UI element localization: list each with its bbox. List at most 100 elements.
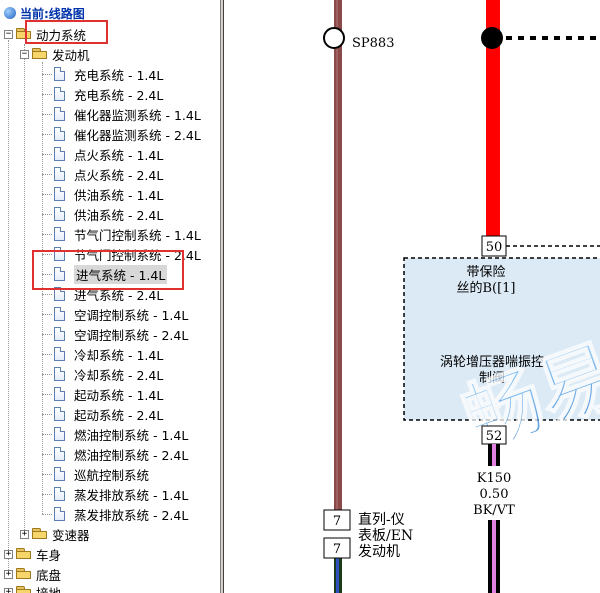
tree-item[interactable]: 点火系统 - 2.4L xyxy=(42,164,163,184)
document-icon xyxy=(54,187,65,201)
document-icon xyxy=(54,67,65,81)
tree-item[interactable]: 蒸发排放系统 - 2.4L xyxy=(42,504,188,524)
tree-item[interactable]: 巡航控制系统 xyxy=(42,464,149,484)
folder-icon xyxy=(16,548,32,560)
tree-item[interactable]: 冷却系统 - 2.4L xyxy=(42,364,163,384)
tree-node-label: 车身 xyxy=(36,547,62,563)
document-icon xyxy=(54,267,65,281)
collapse-icon[interactable]: − xyxy=(20,48,29,59)
tree-line xyxy=(42,314,52,315)
folder-icon xyxy=(16,568,32,580)
tree-item-label: 蒸发排放系统 - 1.4L xyxy=(74,487,189,503)
splice-open-icon xyxy=(323,27,345,49)
tree-item[interactable]: 燃油控制系统 - 2.4L xyxy=(42,444,188,464)
tree-item[interactable]: 催化器监测系统 - 1.4L xyxy=(42,104,201,124)
tree-line xyxy=(42,454,52,455)
document-icon xyxy=(54,87,65,101)
connector-label: 表板/EN xyxy=(358,528,413,544)
connector-pin-box xyxy=(323,537,351,559)
collapse-icon[interactable]: − xyxy=(4,28,13,39)
tree-node-ground[interactable]: + 接地 xyxy=(4,582,61,593)
connector-pin-box xyxy=(323,509,351,531)
document-icon xyxy=(54,307,65,321)
tree-item[interactable]: 进气系统 - 1.4L xyxy=(42,264,168,284)
tree-item[interactable]: 充电系统 - 2.4L xyxy=(42,84,163,104)
tree-node-powertrain[interactable]: − 动力系统 xyxy=(4,24,86,44)
tree-line xyxy=(42,374,52,375)
tree-item-label: 充电系统 - 2.4L xyxy=(74,87,164,103)
tree-line xyxy=(42,334,52,335)
tree-item-label: 起动系统 - 1.4L xyxy=(74,387,164,403)
document-icon xyxy=(54,367,65,381)
tree-item-label: 供油系统 - 2.4L xyxy=(74,207,164,223)
tree-item[interactable]: 燃油控制系统 - 1.4L xyxy=(42,424,188,444)
tree-node-engine[interactable]: − 发动机 xyxy=(20,44,90,64)
tree-line xyxy=(42,354,52,355)
tree-item[interactable]: 蒸发排放系统 - 1.4L xyxy=(42,484,188,504)
folder-open-icon xyxy=(16,28,32,40)
tree-item[interactable]: 供油系统 - 1.4L xyxy=(42,184,163,204)
document-icon xyxy=(54,407,65,421)
document-icon xyxy=(54,207,65,221)
tree-node-transmission[interactable]: + 变速器 xyxy=(20,524,90,544)
document-icon xyxy=(54,167,65,181)
wire-size: 0.50 xyxy=(480,487,509,502)
tree-item[interactable]: 充电系统 - 1.4L xyxy=(42,64,163,84)
document-icon xyxy=(54,467,65,481)
document-icon xyxy=(54,427,65,441)
tree-line xyxy=(42,154,52,155)
expand-icon[interactable]: + xyxy=(4,587,13,593)
pin-top-label: 50 xyxy=(486,240,503,255)
tree-item[interactable]: 起动系统 - 1.4L xyxy=(42,384,163,404)
tree-item[interactable]: 空调控制系统 - 1.4L xyxy=(42,304,188,324)
tree-item-label: 燃油控制系统 - 2.4L xyxy=(74,447,189,463)
tree-item[interactable]: 供油系统 - 2.4L xyxy=(42,204,163,224)
tree-item[interactable]: 起动系统 - 2.4L xyxy=(42,404,163,424)
tree-line xyxy=(42,134,52,135)
expand-icon[interactable]: + xyxy=(4,568,13,579)
wiring-diagram: SP883 50 带保险 丝的B([1] 涡轮增压器喘振控 制阀 畅易汽 52 … xyxy=(224,0,600,593)
tree-node-label: 发动机 xyxy=(52,47,90,63)
connector-pin: 7 xyxy=(333,542,341,557)
folder-icon xyxy=(32,528,48,540)
tree-line xyxy=(42,194,52,195)
tree-item-label: 节气门控制系统 - 1.4L xyxy=(74,227,201,243)
tree-line xyxy=(42,254,52,255)
tree-item-label: 空调控制系统 - 1.4L xyxy=(74,307,189,323)
folder-open-icon xyxy=(32,48,48,60)
tree-line xyxy=(42,474,52,475)
document-icon xyxy=(54,387,65,401)
tree-node-chassis[interactable]: + 底盘 xyxy=(4,564,61,584)
tree-line xyxy=(42,214,52,215)
document-icon xyxy=(54,147,65,161)
tree-node-body[interactable]: + 车身 xyxy=(4,544,61,564)
tree-line xyxy=(8,40,9,576)
pane-splitter[interactable] xyxy=(220,0,224,593)
globe-icon xyxy=(4,7,16,19)
expand-icon[interactable]: + xyxy=(4,548,13,559)
tree-item[interactable]: 催化器监测系统 - 2.4L xyxy=(42,124,201,144)
tree-item[interactable]: 点火系统 - 1.4L xyxy=(42,144,163,164)
highlight-box xyxy=(32,250,184,290)
component-text-3: 涡轮增压器喘振控 xyxy=(440,354,544,370)
component-box xyxy=(403,257,600,421)
document-icon xyxy=(54,507,65,521)
tree-item[interactable]: 冷却系统 - 1.4L xyxy=(42,344,163,364)
tree-pane: 当前:线路图 − 动力系统 − 发动机 充电系统 - 1.4L 充电系统 - 2.… xyxy=(0,0,220,593)
tree-header-label: 当前:线路图 xyxy=(20,6,85,21)
expand-icon[interactable]: + xyxy=(20,528,29,539)
tree-item-label: 冷却系统 - 2.4L xyxy=(74,367,164,383)
component-text-1: 带保险 xyxy=(466,265,505,280)
tree-item-label: 起动系统 - 2.4L xyxy=(74,407,164,423)
connector-label: 发动机 xyxy=(358,544,400,560)
component-text-2: 丝的B([1] xyxy=(456,280,515,296)
tree-node-label: 底盘 xyxy=(36,567,62,583)
document-icon xyxy=(54,327,65,341)
document-icon xyxy=(54,227,65,241)
tree-item[interactable]: 节气门控制系统 - 1.4L xyxy=(42,224,201,244)
tree-item[interactable]: 空调控制系统 - 2.4L xyxy=(42,324,188,344)
tree-line xyxy=(42,434,52,435)
wire-red xyxy=(486,0,500,236)
connector-label: 直列-仪 xyxy=(358,511,405,528)
tree-line xyxy=(42,234,52,235)
